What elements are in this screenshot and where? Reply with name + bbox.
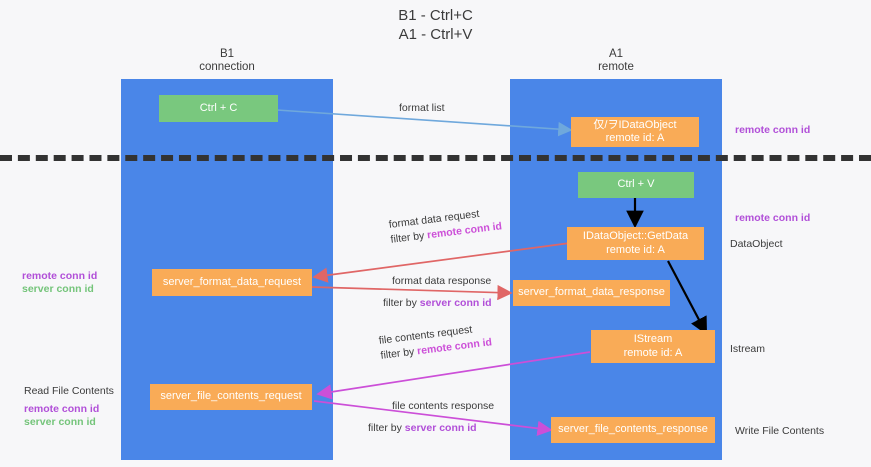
title-line-1: B1 - Ctrl+C — [398, 7, 473, 24]
annotation-read-file-contents: Read File Contents — [24, 385, 114, 397]
annotation-dataobject: DataObject — [730, 238, 783, 250]
arrow-file-contents-response — [313, 400, 553, 436]
node-idataobject-getdata[interactable]: IDataObject::GetData remote id: A — [567, 227, 704, 260]
page-title: B1 - Ctrl+C A1 - Ctrl+V — [0, 6, 871, 44]
label-format-list: format list — [399, 102, 445, 114]
arrow-format-list — [276, 109, 573, 137]
phase-divider — [0, 155, 871, 161]
label-file-contents-response-filter: filter by server conn id — [368, 421, 494, 436]
lane-header-a1-subtitle: remote — [598, 61, 634, 73]
node-idataobject[interactable]: 仅/ヲIDataObject remote id: A — [571, 117, 699, 147]
label-format-data-response-group: format data response filter by server co… — [383, 274, 492, 311]
lane-header-b1-subtitle: connection — [199, 61, 255, 73]
arrow-format-data-request — [312, 242, 571, 283]
annotation-remote-conn-id-mid: remote conn id — [735, 212, 811, 224]
annotation-remote-conn-id-top: remote conn id — [735, 124, 811, 136]
filter-prefix: filter by — [379, 345, 418, 362]
filter-key-server-conn-id: server conn id — [404, 422, 477, 434]
filter-key-server-conn-id: server conn id — [419, 297, 492, 309]
label-format-data-response-filter: filter by server conn id — [383, 296, 492, 311]
title-line-2: A1 - Ctrl+V — [398, 26, 473, 43]
node-ctrl-v[interactable]: Ctrl + V — [578, 172, 694, 198]
annotation-left-server-conn-id-bottom: server conn id — [24, 416, 96, 428]
node-ctrl-c[interactable]: Ctrl + C — [159, 95, 278, 122]
node-istream[interactable]: IStream remote id: A — [591, 330, 715, 363]
annotation-left-server-conn-id-mid: server conn id — [22, 283, 94, 295]
lane-header-a1: A1 remote — [510, 48, 722, 74]
node-server-file-contents-request[interactable]: server_file_contents_request — [150, 384, 312, 410]
arrow-getdata-to-istream — [667, 260, 708, 335]
arrow-file-contents-request — [316, 351, 591, 400]
node-server-format-data-response[interactable]: server_format_data_response — [513, 280, 670, 306]
lane-header-a1-title: A1 — [608, 48, 624, 60]
filter-prefix: filter by — [383, 297, 420, 309]
filter-prefix: filter by — [389, 229, 428, 246]
node-server-file-contents-response[interactable]: server_file_contents_response — [551, 417, 715, 443]
annotation-left-remote-conn-id-bottom: remote conn id — [24, 403, 100, 415]
node-server-format-data-request[interactable]: server_format_data_request — [152, 269, 312, 296]
label-file-contents-response: file contents response — [392, 400, 495, 412]
filter-prefix: filter by — [368, 422, 405, 434]
annotation-left-remote-conn-id-mid: remote conn id — [22, 270, 98, 282]
annotation-write-file-contents: Write File Contents — [735, 425, 825, 437]
annotation-istream: Istream — [730, 343, 766, 355]
lane-header-b1-title: B1 — [219, 48, 235, 60]
label-format-data-response: format data response — [392, 275, 492, 287]
arrow-format-data-response — [311, 284, 513, 301]
lane-header-b1: B1 connection — [121, 48, 333, 74]
label-file-contents-response-group: file contents response filter by server … — [368, 399, 494, 436]
